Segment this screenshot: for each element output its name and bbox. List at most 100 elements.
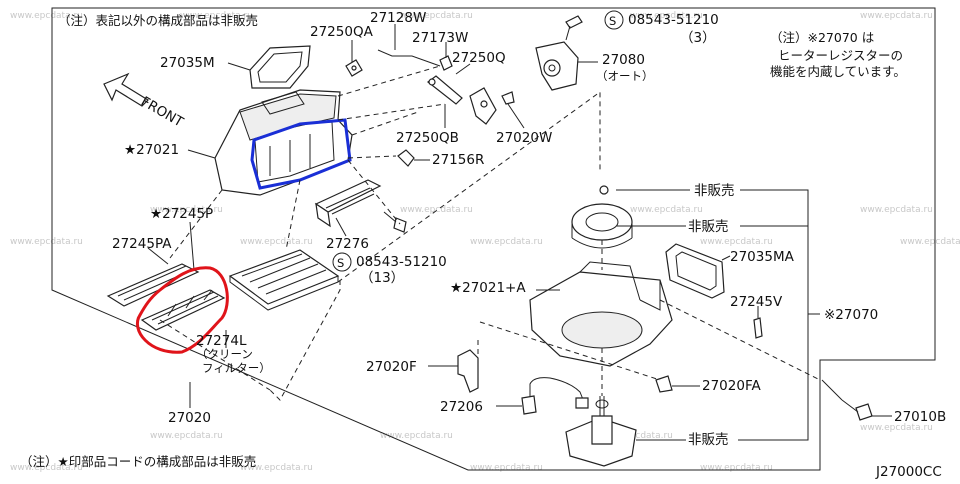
watermark: www.epcdata.ru — [630, 205, 703, 215]
label-not-sold-1: 非販売 — [694, 183, 735, 199]
label-27245p: ★27245P — [150, 206, 213, 222]
clip-27020w — [501, 91, 515, 105]
assembly-dashed-lines — [159, 65, 601, 401]
upper-housing-27021 — [214, 89, 353, 196]
blue-highlight-outline — [250, 118, 352, 190]
filter-frame-27274l — [140, 289, 226, 331]
watermark: www.epcdata.ru — [180, 11, 253, 21]
watermark: www.epcdata.ru — [700, 463, 773, 473]
blower-motor — [565, 396, 637, 467]
filter-cover-27245pa — [106, 263, 200, 307]
front-arrow-icon: FRONT — [103, 72, 187, 131]
screw-mid — [383, 211, 407, 233]
plate-27276 — [314, 179, 382, 228]
label-27274l: 27274L — [196, 333, 247, 349]
label-27020fa: 27020FA — [702, 378, 761, 394]
label-27021a: ★27021+A — [450, 280, 526, 296]
watermark: www.epcdata.ru — [240, 463, 313, 473]
label-27020: 27020 — [168, 410, 211, 426]
bracket-27020fa — [655, 375, 673, 393]
red-highlight-outline — [135, 266, 229, 354]
front-label: FRONT — [138, 94, 187, 131]
label-27035m: 27035M — [160, 55, 215, 71]
svg-text:S: S — [609, 14, 616, 28]
label-08543-51210-top-qty: （3） — [680, 30, 716, 46]
lever-27250q — [427, 75, 463, 105]
label-08543-51210-mid: 08543-51210 — [356, 254, 447, 270]
watermark: www.epcdata.ru — [600, 431, 673, 441]
clip-27173w — [439, 55, 453, 71]
watermark: www.epcdata.ru — [900, 237, 960, 247]
watermark: www.epcdata.ru — [860, 11, 933, 21]
watermark: www.epcdata.ru — [150, 205, 223, 215]
clean-filter — [228, 249, 340, 311]
wire-harness-27206 — [521, 377, 589, 415]
watermark: www.epcdata.ru — [470, 463, 543, 473]
rod-27128w — [377, 49, 441, 67]
watermark: www.epcdata.ru — [10, 11, 83, 21]
lower-housing-27021a — [529, 261, 673, 367]
label-27080-sub: （オート） — [596, 69, 654, 83]
watermark: www.epcdata.ru — [10, 463, 83, 473]
label-27206: 27206 — [440, 399, 483, 415]
watermark: www.epcdata.ru — [400, 11, 473, 21]
svg-text:S: S — [337, 256, 344, 270]
note-top-right-line1: （注）※27070 は — [770, 30, 874, 45]
label-27020f: 27020F — [366, 359, 417, 375]
label-27021: ★27021 — [124, 142, 179, 158]
watermark: www.epcdata.ru — [860, 205, 933, 215]
label-08543-51210-mid-qty: （13） — [360, 270, 404, 286]
diagram-border — [51, 7, 936, 471]
watermark: www.epcdata.ru — [630, 11, 703, 21]
label-27035ma: 27035MA — [730, 249, 795, 265]
screw-27010b — [841, 399, 873, 421]
watermark: www.epcdata.ru — [150, 431, 223, 441]
label-27128w: 27128W — [370, 10, 426, 26]
diagram-code: J27000CC — [875, 464, 942, 480]
assembly-dashed-lines-right — [477, 240, 821, 396]
clip-27156r — [397, 149, 415, 167]
label-27250qa: 27250QA — [310, 24, 374, 40]
watermark: www.epcdata.ru — [700, 237, 773, 247]
watermark: www.epcdata.ru — [380, 431, 453, 441]
label-27274l-sub1: （クリーン — [196, 347, 253, 361]
label-not-sold-3: 非販売 — [688, 432, 729, 448]
watermark: www.epcdata.ru — [10, 237, 83, 247]
watermark: www.epcdata.ru — [860, 423, 933, 433]
gasket-27035m — [249, 45, 311, 89]
note-top-left: （注）表記以外の構成部品は非販売 — [58, 13, 258, 28]
label-27080: 27080 — [602, 52, 645, 68]
part-27245v — [753, 317, 763, 339]
note-top-right-line2: ヒーターレジスターの — [778, 48, 903, 63]
bracket-27020f — [457, 349, 479, 393]
label-27245pa: 27245PA — [112, 236, 172, 252]
label-27274l-sub2: フィルター） — [202, 361, 271, 375]
screw-top — [565, 15, 583, 41]
label-not-sold-2: 非販売 — [688, 219, 729, 235]
label-08543-51210-top: 08543-51210 — [628, 12, 719, 28]
watermark: www.epcdata.ru — [470, 237, 543, 247]
label-27276: 27276 — [326, 236, 369, 252]
label-27156r: 27156R — [432, 152, 484, 168]
label-27010b: 27010B — [894, 409, 946, 425]
actuator-27080 — [535, 41, 579, 91]
label-27070: ※27070 — [824, 307, 878, 323]
label-27250qb: 27250QB — [396, 130, 459, 146]
watermark: www.epcdata.ru — [240, 237, 313, 247]
watermarks: www.epcdata.ru www.epcdata.ru www.epcdat… — [10, 11, 960, 473]
note-bottom-left: （注）★印部品コードの構成部品は非販売 — [20, 454, 256, 469]
note-top-right-line3: 機能を内蔵しています。 — [770, 64, 906, 79]
label-27173w: 27173W — [412, 30, 468, 46]
blower-fan — [571, 185, 633, 249]
bracket-27250qa — [345, 59, 363, 77]
screw-symbol-icon: S — [332, 252, 352, 272]
label-27250q: 27250Q — [452, 50, 506, 66]
watermark: www.epcdata.ru — [400, 205, 473, 215]
gasket-27035ma — [665, 243, 725, 299]
label-27020w: 27020W — [496, 130, 552, 146]
label-27245v: 27245V — [730, 294, 783, 310]
screw-symbol-icon: S — [604, 10, 624, 30]
link-27250qb — [469, 87, 497, 125]
